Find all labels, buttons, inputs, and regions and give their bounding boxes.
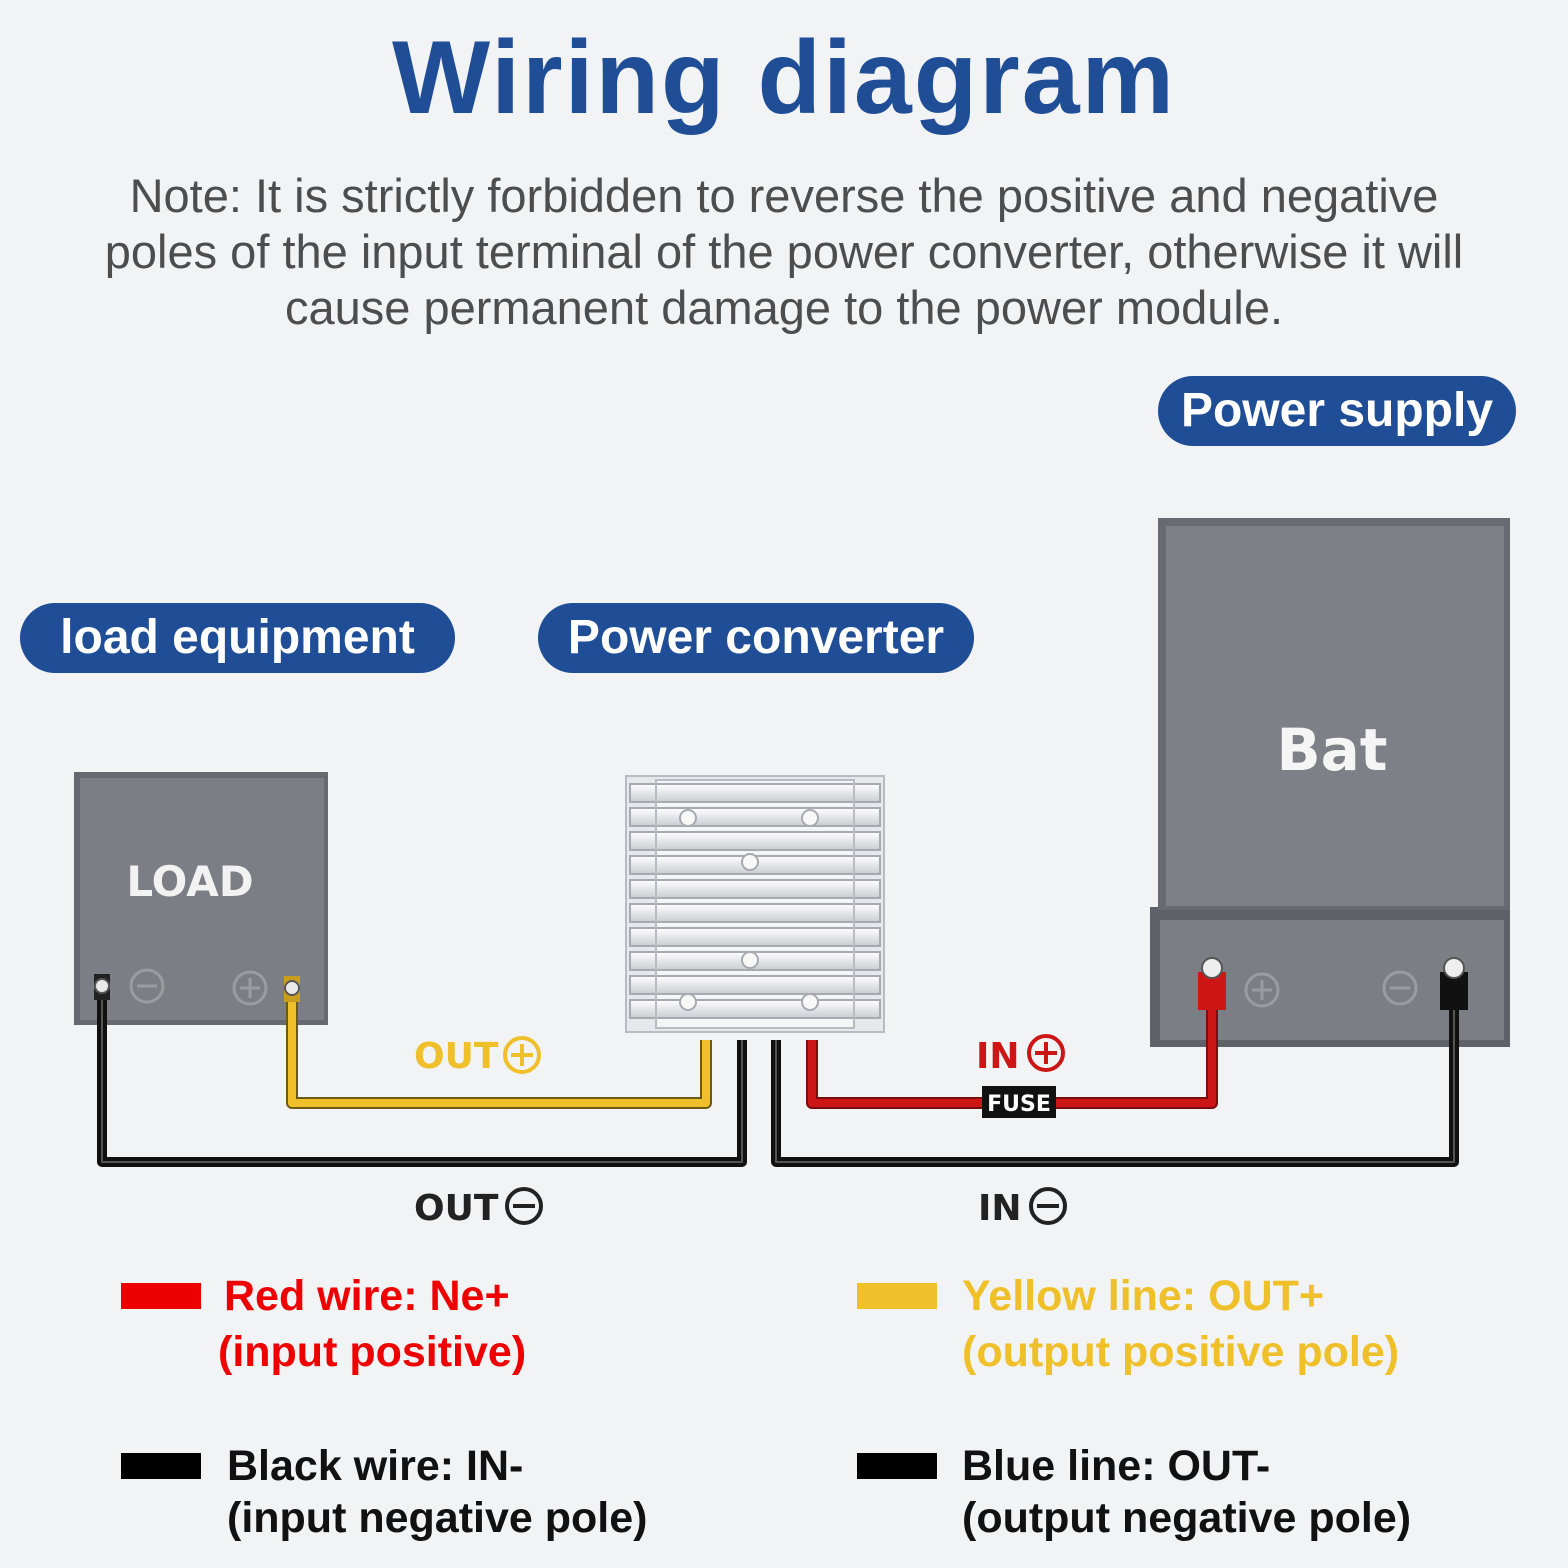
load-positive-terminal: [284, 976, 300, 1002]
legend-red-line2: (input positive): [218, 1328, 527, 1376]
legend-blue-swatch: [857, 1453, 937, 1479]
legend-yellow-line2: (output positive pole): [962, 1328, 1400, 1376]
out-minus-symbol: [505, 1187, 543, 1225]
warning-note: Note: It is strictly forbidden to revers…: [104, 169, 1464, 334]
fuse-label: FUSE: [987, 1092, 1051, 1117]
in-plus-symbol: [1027, 1034, 1065, 1072]
battery-minus-symbol: [1382, 970, 1418, 1006]
legend-yellow-swatch: [857, 1283, 937, 1309]
svg-text:OUT: OUT: [414, 1188, 499, 1229]
load-plus-symbol: [232, 970, 268, 1006]
svg-text:IN: IN: [978, 1188, 1022, 1229]
out-plus-symbol: [503, 1036, 541, 1074]
fuse: FUSE: [982, 1086, 1056, 1118]
yellow-wire-out-plus: [288, 990, 710, 1107]
page-title: Wiring diagram: [391, 20, 1177, 136]
power-converter-label: Power converter: [538, 603, 974, 673]
legend-black-swatch: [121, 1453, 201, 1479]
in-minus-symbol: [1029, 1187, 1067, 1225]
legend-blue-line1: Blue line: OUT-: [962, 1442, 1271, 1490]
legend-red-line1: Red wire: Ne+: [224, 1272, 510, 1320]
legend-black-line2: (input negative pole): [227, 1494, 648, 1542]
in-plus-label: IN: [976, 1034, 1065, 1077]
load-minus-symbol: [129, 968, 165, 1004]
load-label: LOAD: [126, 857, 253, 906]
load-equipment-label: load equipment: [20, 603, 455, 673]
battery-negative-terminal: [1440, 957, 1468, 1010]
out-plus-label: OUT: [414, 1036, 541, 1077]
svg-text:OUT: OUT: [414, 1036, 499, 1077]
legend-black-line1: Black wire: IN-: [227, 1442, 524, 1490]
battery-positive-terminal: [1198, 957, 1226, 1010]
legend-yellow-line1: Yellow line: OUT+: [962, 1272, 1324, 1320]
svg-text:IN: IN: [976, 1036, 1020, 1077]
in-minus-label: IN: [978, 1187, 1067, 1229]
legend-red-swatch: [121, 1283, 201, 1309]
power-converter-module: [625, 775, 885, 1033]
battery-plus-symbol: [1244, 972, 1280, 1008]
power-supply-label: Power supply: [1158, 376, 1516, 446]
load-negative-terminal: [94, 974, 110, 1000]
battery-label: Bat: [1276, 716, 1387, 784]
out-minus-label: OUT: [414, 1187, 543, 1229]
legend-blue-line2: (output negative pole): [962, 1494, 1412, 1542]
